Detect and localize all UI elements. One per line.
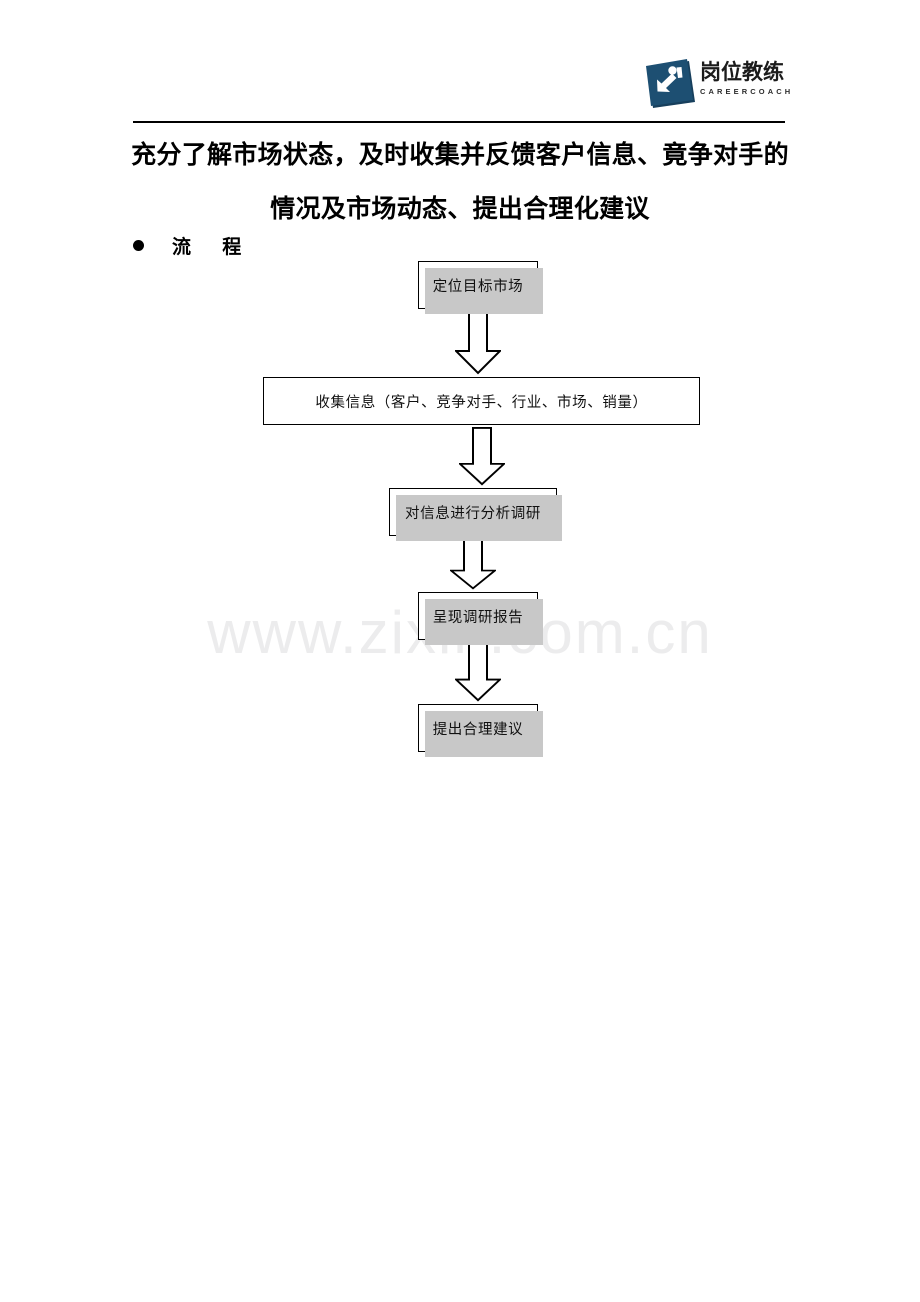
flow-arrow-down-2 [458, 427, 505, 486]
page-title-line-2: 情况及市场动态、提出合理化建议 [270, 194, 650, 223]
flow-node-analyze-information[interactable]: 对信息进行分析调研 [389, 488, 562, 541]
section-heading-label: 流 程 [172, 236, 248, 258]
flow-node-propose-recommendations[interactable]: 提出合理建议 [418, 704, 543, 757]
flow-arrow-down-1 [455, 311, 501, 375]
brand-name-en: CAREERCOACH [700, 87, 794, 96]
flow-node-define-target-market[interactable]: 定位目标市场 [418, 261, 543, 314]
section-heading-process: 流 程 [133, 232, 247, 259]
careercoach-arrow-logo-icon [645, 58, 695, 108]
header-divider [133, 121, 785, 123]
bullet-dot-icon [133, 240, 144, 251]
brand-logo: 岗位教练 CAREERCOACH [645, 56, 795, 116]
page-title: 充分了解市场状态，及时收集并反馈客户信息、竟争对手的 情况及市场动态、提出合理化… [120, 128, 800, 236]
page-title-line-1: 充分了解市场状态，及时收集并反馈客户信息、竟争对手的 [131, 140, 789, 169]
brand-name-cn: 岗位教练 [700, 60, 784, 84]
flow-arrow-down-4 [455, 642, 501, 702]
flow-node-present-research-report[interactable]: 呈现调研报告 [418, 592, 543, 645]
flow-arrow-down-3 [450, 538, 496, 590]
brand-logo-text: 岗位教练 CAREERCOACH [700, 60, 800, 97]
flow-node-collect-information[interactable]: 收集信息（客户、竞争对手、行业、市场、销量） [263, 377, 700, 425]
